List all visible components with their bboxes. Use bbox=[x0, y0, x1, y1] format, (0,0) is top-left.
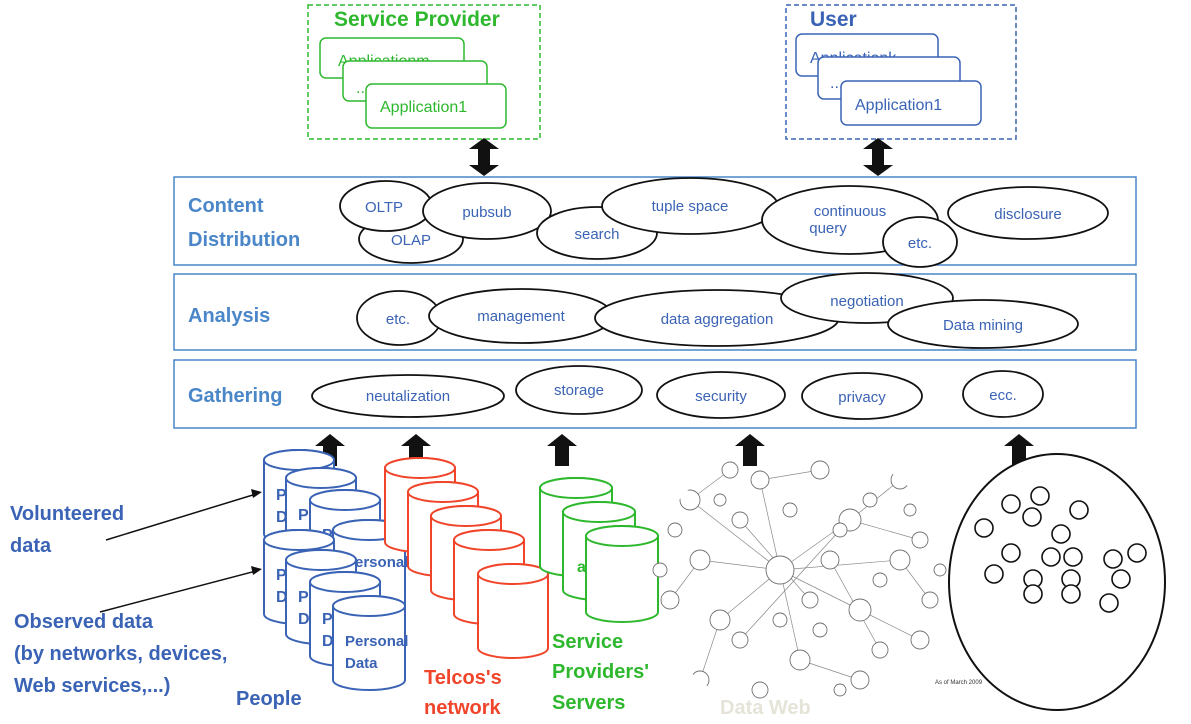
personal-data-label-line2: Data bbox=[345, 655, 378, 672]
privacy-node bbox=[801, 372, 923, 420]
user-app-dots-label: ... bbox=[830, 75, 843, 92]
partial-label-d: D bbox=[298, 611, 310, 628]
neutalization-node bbox=[311, 374, 505, 418]
oltp-label: OLTP bbox=[365, 199, 403, 216]
content-label-line2: Distribution bbox=[188, 229, 300, 251]
continuous-label-line2: query bbox=[809, 220, 847, 237]
up-arrow-icon bbox=[735, 434, 765, 466]
analysis-layer: Analysis etc. management data aggregatio… bbox=[173, 272, 1137, 351]
partial-label-p: P bbox=[276, 487, 287, 504]
sensor-nodes bbox=[974, 486, 1147, 613]
sp-app-card-1 bbox=[365, 83, 507, 129]
data-mining-label: Data mining bbox=[943, 317, 1023, 334]
analysis-label: Analysis bbox=[188, 305, 270, 327]
data-web-note: As of March 2009 bbox=[935, 680, 983, 686]
content-distribution-layer: Content Distribution OLAP OLTP pubsub se… bbox=[173, 176, 1137, 268]
volunteered-arrowhead-icon bbox=[251, 489, 262, 498]
privacy-label: privacy bbox=[838, 389, 886, 406]
sensor-boundary bbox=[948, 453, 1166, 711]
storage-node bbox=[515, 365, 643, 415]
ecc-node bbox=[962, 370, 1044, 418]
pubsub-node bbox=[422, 182, 552, 240]
top-double-arrows bbox=[469, 138, 893, 176]
web-nodes bbox=[652, 460, 947, 699]
personal-data-label-line1: Personal bbox=[345, 554, 408, 571]
web-links bbox=[669, 469, 931, 681]
management-label: management bbox=[477, 308, 565, 325]
telcos-label-line1: Telcos's bbox=[424, 667, 502, 689]
up-arrow-icon bbox=[315, 434, 345, 466]
user-group: User Applicationk ... Application1 bbox=[785, 4, 1017, 140]
content-label-line1: Content bbox=[188, 195, 264, 217]
sensor-cluster bbox=[948, 453, 1166, 711]
pubsub-label: pubsub bbox=[462, 204, 511, 221]
gathering-label: Gathering bbox=[188, 385, 282, 407]
user-box bbox=[785, 4, 1017, 140]
partial-label-p: P bbox=[298, 589, 309, 606]
security-node bbox=[656, 371, 786, 419]
disclosure-label: disclosure bbox=[994, 206, 1062, 223]
sp-servers-line3: Servers bbox=[552, 692, 625, 714]
content-etc-node bbox=[882, 216, 958, 268]
sp-double-arrow-icon bbox=[469, 138, 499, 176]
continuous-label-line1: continuous bbox=[814, 203, 887, 220]
sp-servers-stack bbox=[539, 477, 659, 623]
personal-data-db bbox=[332, 595, 406, 691]
sp-partial-label: a bbox=[577, 559, 586, 576]
ecc-label: ecc. bbox=[989, 387, 1017, 404]
personal-data-label-line1: Personal bbox=[345, 633, 408, 650]
up-arrow-icon bbox=[401, 434, 431, 466]
tuple-space-label: tuple space bbox=[652, 198, 729, 215]
observed-line1: Observed data bbox=[14, 611, 154, 633]
neutalization-label: neutalization bbox=[366, 388, 450, 405]
source-labels: Volunteered data Observed data (by netwo… bbox=[10, 489, 302, 710]
people-database-stack: P D P D P D Personal Data P D P bbox=[263, 449, 408, 691]
user-title: User bbox=[810, 8, 857, 31]
telcos-database-stack bbox=[384, 457, 549, 659]
service-provider-group: Service Provider Applicationm ... Applic… bbox=[307, 4, 541, 140]
sp-app-1-label: Application1 bbox=[380, 99, 467, 116]
sp-servers-line1: Service bbox=[552, 631, 623, 653]
up-arrow-icon bbox=[1004, 434, 1034, 466]
data-mining-node bbox=[887, 299, 1079, 349]
user-double-arrow-icon bbox=[863, 138, 893, 176]
security-label: security bbox=[695, 388, 747, 405]
observed-line2: (by networks, devices, bbox=[14, 643, 227, 665]
up-arrows bbox=[315, 434, 1034, 466]
disclosure-node bbox=[947, 186, 1109, 240]
negotiation-label: negotiation bbox=[830, 293, 903, 310]
storage-label: storage bbox=[554, 382, 604, 399]
partial-label-d: D bbox=[276, 509, 288, 526]
server-db bbox=[585, 525, 659, 623]
telco-db bbox=[477, 563, 549, 659]
partial-label-p: P bbox=[298, 507, 309, 524]
data-web-label: Data Web bbox=[720, 697, 811, 719]
partial-label-d: D bbox=[276, 589, 288, 606]
volunteered-arrow bbox=[105, 493, 257, 541]
search-label: search bbox=[574, 226, 619, 243]
people-label: People bbox=[236, 688, 302, 710]
olap-label: OLAP bbox=[391, 232, 431, 249]
partial-label-p: P bbox=[322, 611, 333, 628]
telcos-label-line2: network bbox=[424, 697, 502, 719]
gathering-layer: Gathering neutalization storage security… bbox=[173, 359, 1137, 429]
observed-line3: Web services,...) bbox=[14, 675, 170, 697]
user-app-1-label: Application1 bbox=[855, 97, 942, 114]
observed-arrowhead-icon bbox=[251, 566, 262, 575]
user-app-card-1 bbox=[840, 80, 982, 126]
service-provider-box bbox=[307, 4, 541, 140]
volunteered-line1: Volunteered bbox=[10, 503, 124, 525]
volunteered-line2: data bbox=[10, 535, 52, 557]
service-provider-title: Service Provider bbox=[334, 8, 500, 31]
content-etc-label: etc. bbox=[908, 235, 932, 252]
analysis-etc-label: etc. bbox=[386, 311, 410, 328]
partial-label-p: P bbox=[276, 567, 287, 584]
data-web-cloud bbox=[652, 460, 947, 699]
sp-servers-line2: Providers' bbox=[552, 661, 649, 683]
up-arrow-icon bbox=[547, 434, 577, 466]
data-aggregation-label: data aggregation bbox=[661, 311, 774, 328]
partial-label-d: D bbox=[322, 633, 334, 650]
observed-arrow bbox=[99, 570, 257, 613]
